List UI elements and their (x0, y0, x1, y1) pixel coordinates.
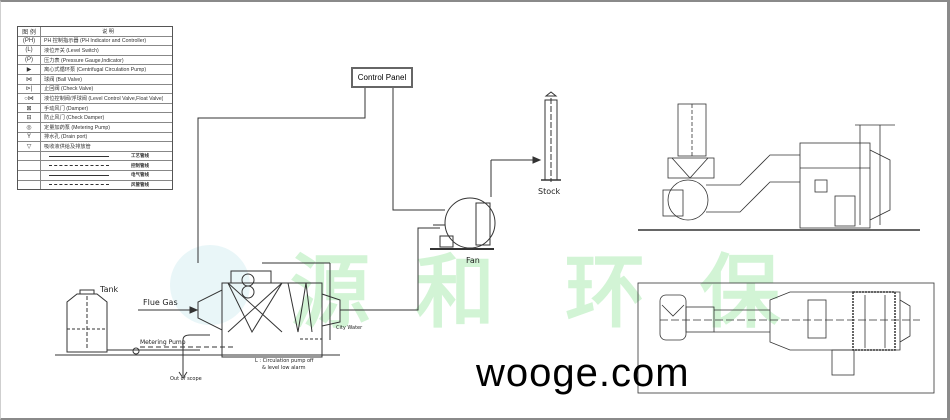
legend-item-label: 排水孔 (Drain port) (44, 134, 88, 141)
watermark-char: 和 (415, 245, 495, 339)
legend-line-label: 电气管线 (131, 172, 149, 178)
legend-item: ○⋈液位控制阀/浮球阀 (Level Control Valve,Float V… (18, 94, 172, 104)
watermark-char: 保 (700, 245, 780, 339)
legend-item: (L)液位开关 (Level Switch) (18, 46, 172, 56)
legend-item-label: PH 控制指示器 (PH Indicator and Controller) (44, 38, 147, 45)
float-valve-icon: ○⋈ (18, 94, 41, 103)
legend-line-label: 控制管线 (131, 162, 149, 168)
legend-item-label: 吸收液供给及排放管 (44, 143, 91, 150)
fan-icon (430, 156, 542, 250)
legend-item-label: 液位控制阀/浮球阀 (Level Control Valve,Float Val… (44, 95, 164, 102)
scrubber-icon (197, 262, 341, 358)
metering-pump-label: Metering Pump (140, 339, 186, 346)
legend-header-description: 说 明 (102, 28, 114, 35)
stack-icon (541, 91, 561, 182)
legend-item-label: 防止风门 (Check Damper) (44, 115, 105, 122)
check-valve-icon: ⊳| (18, 84, 41, 94)
legend-item: ▶离心式循环泵 (Centrifugal Circulation Pump) (18, 65, 172, 75)
legend-line-item: 风管管线 (18, 180, 172, 190)
website-watermark: wooge.com (476, 351, 690, 395)
ph-indicator-icon: (PH) (18, 36, 41, 46)
legend-item: ◎定量加药泵 (Metering Pump) (18, 122, 172, 133)
damper-icon: ⊠ (18, 103, 41, 113)
legend-item-label: 手动风门 (Damper) (44, 105, 89, 112)
level-switch-icon: (L) (18, 46, 41, 55)
legend-item-label: 定量加药泵 (Metering Pump) (44, 124, 111, 131)
stack-label: Stock (538, 187, 561, 196)
note-line1: L : Circulation pump off (255, 358, 314, 364)
drain-port-icon: Ÿ (18, 132, 41, 142)
fan-label: Fan (466, 256, 480, 265)
solid-line-icon (49, 174, 109, 176)
dashdot-line-icon (49, 165, 109, 167)
solid-line-icon (49, 155, 109, 157)
control-panel-label: Control Panel (351, 67, 413, 88)
legend-line-label: 风管管线 (131, 181, 149, 187)
centrifugal-pump-icon: ▶ (18, 65, 41, 74)
legend-item: ⊟防止风门 (Check Damper) (18, 113, 172, 123)
legend-item-label: 球阀 (Ball Valve) (44, 76, 82, 83)
legend-item-label: 止回阀 (Check Valve) (44, 86, 94, 93)
legend-table: 图 例 说 明 (PH)PH 控制指示器 (PH Indicator and C… (17, 26, 173, 191)
city-water-label: City Water (336, 325, 363, 331)
pressure-gauge-icon: (P) (18, 55, 41, 65)
metering-pump-icon: ◎ (18, 122, 41, 132)
tank-icon (66, 289, 108, 353)
plan-view (637, 282, 935, 394)
note-line2: & level low alarm (262, 365, 306, 371)
tank-label: Tank (100, 285, 119, 294)
dash-line-icon (49, 184, 109, 186)
legend-item: (P)压力表 (Pressure Gauge,Indicator) (18, 55, 172, 66)
legend-header: 图 例 说 明 (18, 27, 172, 37)
legend-line-item: 控制管线 (18, 161, 172, 171)
out-of-scope-label: Out of scope (170, 376, 202, 382)
legend-line-item: 工艺管线 (18, 151, 172, 162)
legend-item: (PH)PH 控制指示器 (PH Indicator and Controlle… (18, 36, 172, 47)
legend-item-label: 液位开关 (Level Switch) (44, 47, 99, 54)
flue-gas-label: Flue Gas (143, 298, 178, 307)
legend-item-label: 压力表 (Pressure Gauge,Indicator) (44, 57, 124, 64)
elevation-view (638, 103, 920, 231)
legend-item: ⊠手动风门 (Damper) (18, 103, 172, 114)
legend-item-label: 离心式循环泵 (Centrifugal Circulation Pump) (44, 67, 147, 74)
legend-line-item: 电气管线 (18, 170, 172, 181)
legend-line-label: 工艺管线 (131, 153, 149, 159)
legend-item: ▽吸收液供给及排放管 (18, 142, 172, 152)
legend-header-symbol: 图 例 (18, 27, 41, 36)
legend-item: ⋈球阀 (Ball Valve) (18, 74, 172, 85)
funnel-icon: ▽ (18, 142, 41, 151)
watermark-char: 环 (565, 245, 645, 339)
ball-valve-icon: ⋈ (18, 74, 41, 84)
legend-item: ⊳|止回阀 (Check Valve) (18, 84, 172, 95)
check-damper-icon: ⊟ (18, 113, 41, 122)
